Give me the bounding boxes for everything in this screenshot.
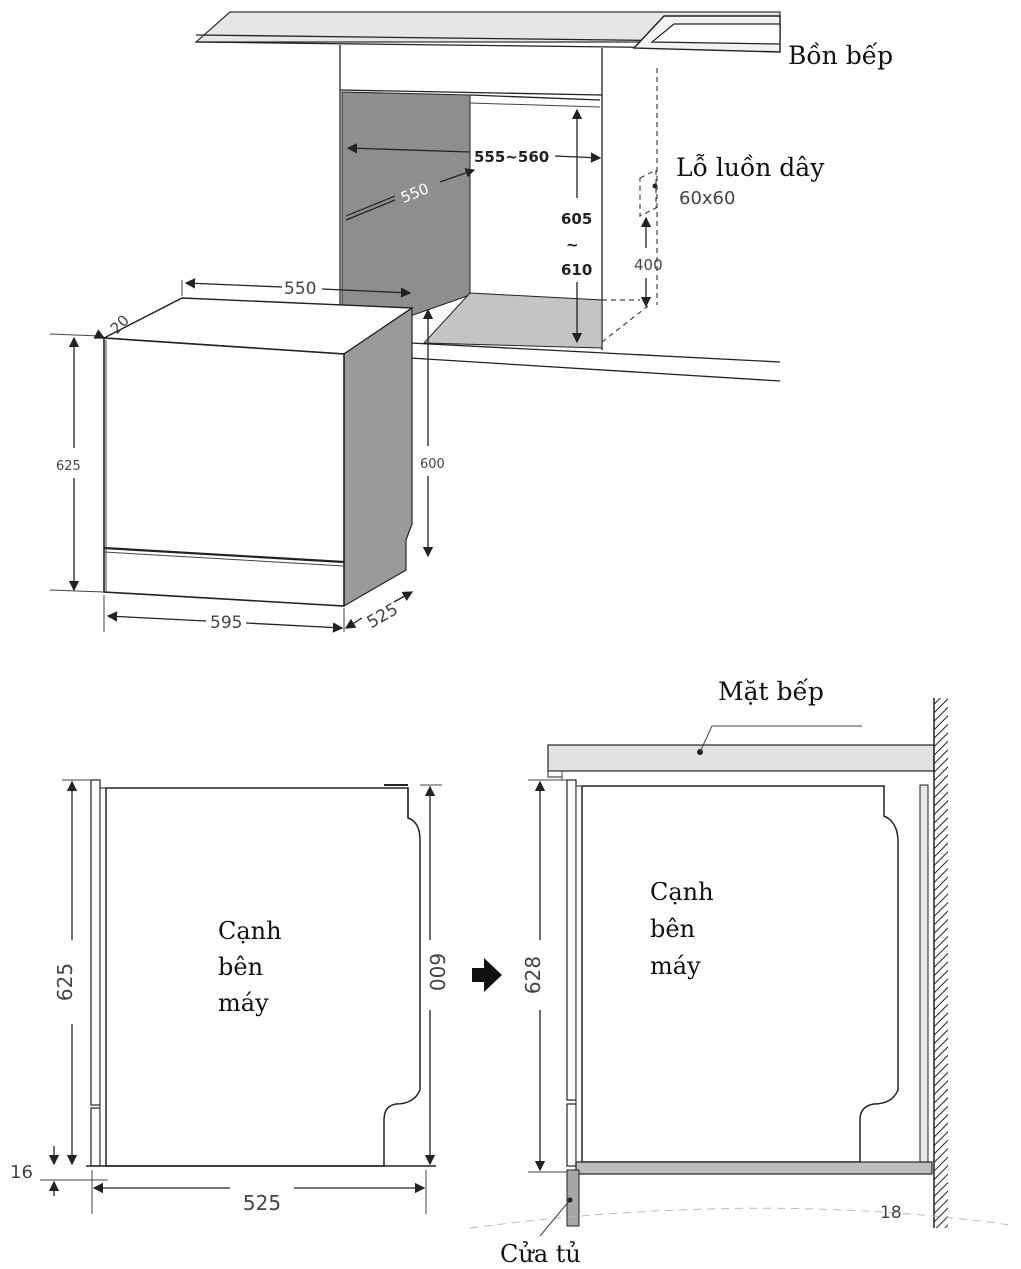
isometric-view: Bồn bếp 555~560 550 605 ~ 610 (49, 11, 893, 633)
left-height-back-dim: 600 (425, 953, 449, 991)
sink-label: Bồn bếp (788, 41, 893, 70)
hole-height-dim: 400 (634, 256, 663, 274)
plinth-bar (575, 1161, 933, 1175)
left-height-dim: 625 (53, 963, 77, 1001)
unit-depth-dim: 550 (284, 279, 316, 299)
side-label-right-3: máy (650, 952, 701, 980)
side-label-right-1: Cạnh (650, 878, 714, 906)
unit-height-dim: 625 (56, 459, 81, 474)
cable-hole-label: Lỗ luồn dây (676, 153, 825, 182)
cable-hole (601, 68, 658, 343)
plinth-dim: 16 (10, 1162, 33, 1183)
cable-hole-size: 60x60 (679, 188, 735, 209)
side-label-left-1: Cạnh (218, 917, 282, 945)
niche-height-top: 605 (561, 210, 592, 228)
countertop (547, 744, 935, 772)
right-height-dim: 628 (521, 956, 545, 994)
niche-height-bottom: 610 (561, 261, 592, 279)
wall (934, 698, 948, 1228)
niche-height-sep: ~ (566, 236, 579, 254)
niche-width-dim: 555~560 (474, 148, 549, 166)
cabinet-door (566, 1169, 580, 1227)
side-label-right-2: bên (650, 915, 695, 943)
niche-floor (422, 292, 603, 349)
side-view-after: Mặt bếp Cạnh bên máy 628 18 Cửa tủ (469, 677, 1011, 1268)
side-label-left-2: bên (218, 953, 263, 981)
side-label-left-3: máy (218, 989, 269, 1017)
sink-shape (632, 15, 781, 53)
dishwasher-unit (101, 297, 415, 608)
left-depth-dim: 525 (243, 1191, 281, 1215)
unit-height-back-dim: 600 (420, 457, 445, 472)
arrow-icon (472, 958, 502, 992)
cabinet-door-label: Cửa tủ (500, 1240, 581, 1268)
unit-width-dim: 595 (210, 613, 242, 633)
unit-depth-bottom-dim: 525 (364, 599, 402, 633)
side-view-before: Cạnh bên máy 625 600 16 525 (10, 779, 449, 1215)
right-gap-dim: 18 (880, 1203, 902, 1223)
countertop-label: Mặt bếp (718, 677, 824, 706)
niche-side-wall (341, 91, 471, 341)
